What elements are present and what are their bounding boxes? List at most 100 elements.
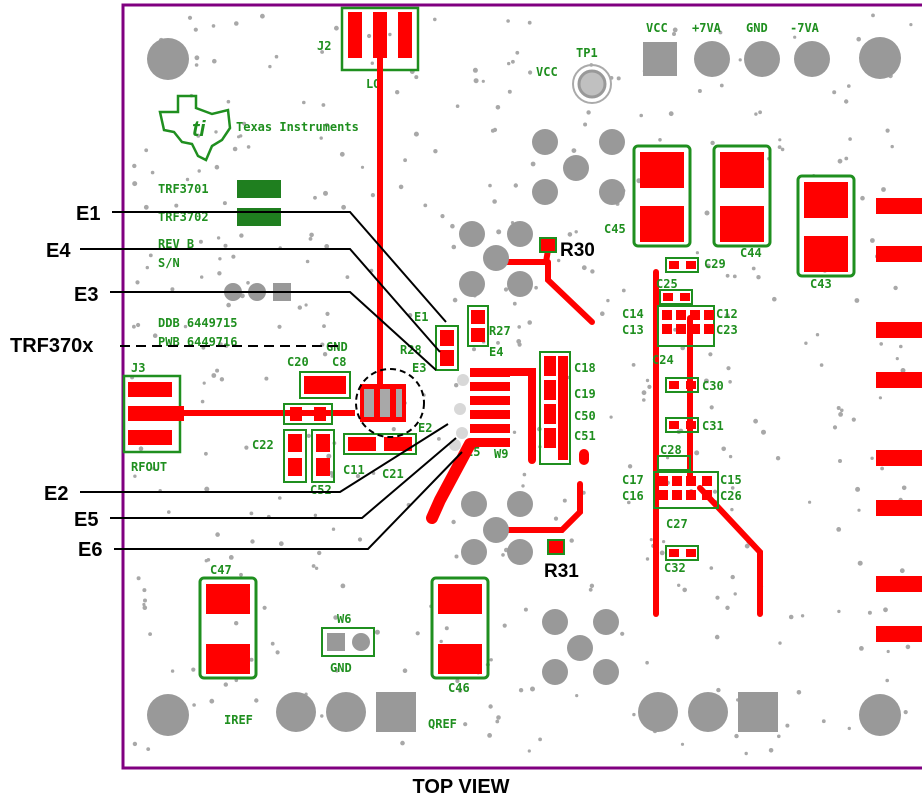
via-dot — [341, 204, 346, 210]
via-dot — [837, 158, 843, 164]
label-r31: R31 — [544, 561, 579, 582]
via-dot — [851, 417, 856, 422]
via-dot — [319, 136, 323, 140]
via-dot — [721, 446, 726, 452]
via-dot — [844, 99, 849, 104]
label-c22: C22 — [252, 438, 274, 452]
via-dot — [217, 271, 222, 276]
via-dot — [848, 137, 852, 141]
via-dot — [838, 412, 843, 417]
label-sn: S/N — [158, 256, 180, 270]
via-dot — [143, 598, 147, 603]
via-dot — [589, 583, 595, 588]
via-dot — [716, 687, 721, 693]
label-c14: C14 — [622, 307, 644, 321]
via-dot — [309, 232, 314, 238]
via-dot — [859, 646, 864, 651]
via-dot — [515, 50, 520, 55]
via-dot — [847, 726, 851, 731]
via-dot — [744, 751, 748, 756]
via-dot — [709, 405, 714, 410]
via-dot — [146, 747, 151, 751]
via-dot — [489, 658, 493, 662]
via-dot — [440, 214, 445, 219]
via-dot — [317, 550, 322, 556]
via-dot — [502, 623, 507, 628]
via-dot — [495, 719, 500, 724]
label-c18: C18 — [574, 361, 596, 375]
via-dot — [423, 203, 428, 208]
edge-connector-fingers — [876, 198, 922, 642]
via-dot — [219, 377, 225, 382]
via-dot — [732, 274, 737, 279]
via-dot — [777, 734, 781, 739]
via-dot — [496, 715, 501, 720]
bottom-caps: C47 C46 — [198, 563, 490, 695]
via-dot — [575, 694, 579, 698]
via-dot — [600, 311, 605, 317]
via-dot — [192, 703, 196, 707]
via-dot — [174, 203, 179, 208]
via-dot — [632, 712, 636, 717]
via-dot — [260, 13, 265, 19]
via-dot — [452, 297, 458, 303]
via-dot — [715, 595, 720, 600]
via-dot — [219, 342, 223, 346]
via-dot — [304, 303, 308, 307]
cap-bank-upper: C29 C25 C14 C12 C13 C23 C24 C30 C31 — [622, 257, 738, 433]
via-dot — [215, 532, 220, 537]
label-w9: W9 — [494, 447, 508, 461]
via-dot — [191, 667, 196, 672]
label-c45: C45 — [604, 222, 626, 236]
via-dot — [367, 33, 372, 39]
label-c50: C50 — [574, 409, 596, 423]
label-ddb: DDB 6449715 — [158, 316, 237, 330]
via-dot — [305, 259, 310, 264]
via-dot — [415, 631, 420, 636]
via-dot — [142, 605, 148, 610]
label-c20: C20 — [287, 355, 309, 369]
via-dot — [785, 723, 790, 728]
via-dot — [322, 324, 326, 328]
via-dot — [642, 398, 646, 402]
via-dot — [808, 500, 812, 504]
via-dot — [503, 287, 509, 292]
via-dot — [775, 456, 781, 461]
via-dot — [211, 24, 216, 28]
callout-e4: E4 — [46, 240, 71, 262]
mounting-hole-bottom-right — [859, 694, 901, 736]
via-dot — [488, 704, 493, 709]
via-dot — [322, 352, 328, 357]
via-dot — [639, 113, 643, 118]
via-dot — [710, 140, 715, 146]
via-dot — [218, 257, 222, 261]
via-dot — [439, 639, 443, 644]
via-dot — [214, 164, 220, 170]
via-dot — [616, 76, 621, 81]
via-dot — [209, 698, 215, 704]
via-dot — [507, 89, 512, 94]
via-dot — [152, 466, 156, 471]
via-dot — [143, 204, 149, 210]
via-dot — [840, 408, 844, 413]
via-dot — [518, 688, 524, 693]
callout-e6: E6 — [78, 539, 102, 561]
tp1-label: TP1 — [576, 46, 598, 60]
via-dot — [196, 133, 201, 138]
via-dot — [183, 324, 188, 329]
via-dot — [847, 84, 851, 88]
via-dot — [708, 352, 713, 357]
via-dot — [649, 538, 653, 542]
via-dot — [758, 110, 762, 115]
via-dot — [513, 183, 518, 188]
via-dot — [239, 233, 244, 238]
via-dot — [414, 75, 419, 80]
iq-ref-pads: IREF QREF — [224, 692, 778, 732]
via-dot — [844, 156, 849, 161]
via-dot — [132, 741, 138, 747]
via-dot — [703, 378, 709, 384]
via-dot — [627, 500, 631, 505]
via-dot — [264, 376, 269, 381]
via-dot — [320, 50, 324, 54]
via-dot — [819, 363, 824, 367]
